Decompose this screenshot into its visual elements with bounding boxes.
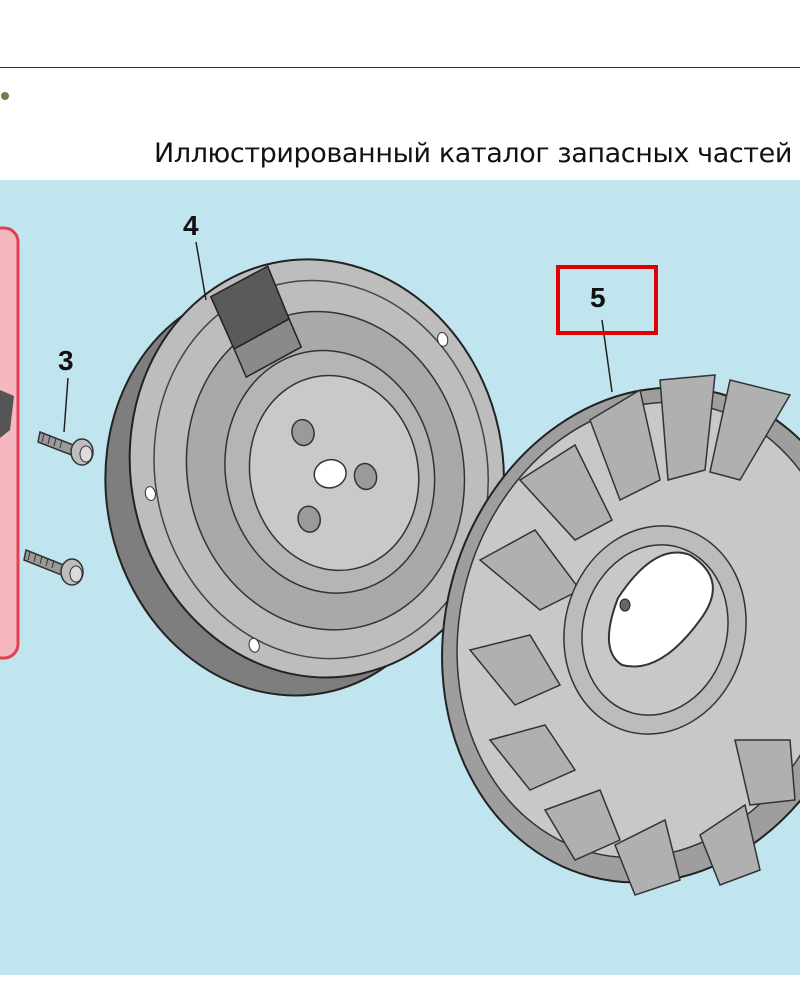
parts-diagram: 3 4 5 bbox=[0, 180, 800, 975]
header-divider bbox=[0, 67, 800, 68]
side-part-fragment bbox=[0, 390, 14, 438]
callout-4: 4 bbox=[183, 210, 199, 241]
leader-line-3 bbox=[63, 377, 69, 433]
bolt-lower bbox=[23, 548, 84, 586]
flywheel bbox=[104, 258, 505, 697]
side-panel bbox=[0, 226, 20, 660]
exploded-view-drawing bbox=[0, 226, 800, 896]
page-title: Иллюстрированный каталог запасных частей bbox=[154, 138, 792, 169]
cooling-fan bbox=[441, 374, 800, 896]
callout-5-highlight-box bbox=[556, 265, 658, 335]
leader-line-4 bbox=[195, 241, 207, 301]
callout-3: 3 bbox=[58, 345, 74, 376]
bullet-dot bbox=[1, 92, 9, 100]
bolt-upper bbox=[37, 430, 94, 466]
callout-5: 5 bbox=[590, 282, 606, 313]
